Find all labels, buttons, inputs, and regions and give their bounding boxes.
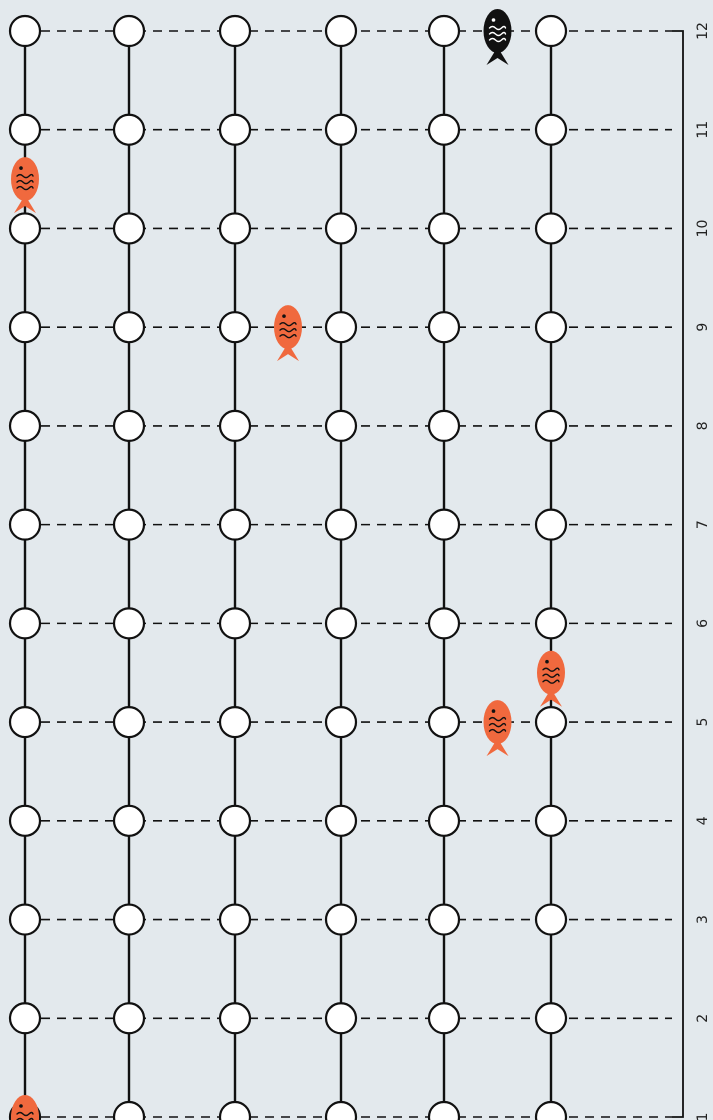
grid-node-r6-c2[interactable] <box>114 608 144 638</box>
grid-node-r4-c6[interactable] <box>536 806 566 836</box>
grid-node-r11-c4[interactable] <box>326 115 356 145</box>
grid-node-r2-c5[interactable] <box>429 1003 459 1033</box>
row-label-2: 2 <box>695 1014 711 1023</box>
orange-fish-icon[interactable] <box>537 651 565 707</box>
grid-node-r3-c5[interactable] <box>429 905 459 935</box>
grid-node-r12-c3[interactable] <box>220 16 250 46</box>
grid-node-r7-c1[interactable] <box>10 510 40 540</box>
grid-node-r9-c4[interactable] <box>326 312 356 342</box>
grid-node-r8-c1[interactable] <box>10 411 40 441</box>
grid-node-r4-c4[interactable] <box>326 806 356 836</box>
grid-node-r9-c1[interactable] <box>10 312 40 342</box>
grid-node-r2-c3[interactable] <box>220 1003 250 1033</box>
grid-lines <box>25 31 672 1117</box>
grid-node-r5-c1[interactable] <box>10 707 40 737</box>
grid-node-r12-c1[interactable] <box>10 16 40 46</box>
axis-bracket <box>672 31 683 1117</box>
grid-node-r7-c4[interactable] <box>326 510 356 540</box>
grid-node-r5-c4[interactable] <box>326 707 356 737</box>
orange-fish-icon[interactable] <box>274 305 302 361</box>
grid-node-r8-c6[interactable] <box>536 411 566 441</box>
grid-node-r1-c6[interactable] <box>536 1102 566 1120</box>
grid-node-r5-c2[interactable] <box>114 707 144 737</box>
grid-node-r8-c5[interactable] <box>429 411 459 441</box>
grid-node-r7-c2[interactable] <box>114 510 144 540</box>
grid-node-r2-c4[interactable] <box>326 1003 356 1033</box>
grid-node-r7-c5[interactable] <box>429 510 459 540</box>
grid-node-r5-c6[interactable] <box>536 707 566 737</box>
orange-fish-icon[interactable] <box>484 700 512 756</box>
grid-node-r3-c1[interactable] <box>10 905 40 935</box>
row-label-8: 8 <box>695 421 711 430</box>
grid-node-r3-c2[interactable] <box>114 905 144 935</box>
grid-node-r10-c5[interactable] <box>429 213 459 243</box>
grid-node-r9-c6[interactable] <box>536 312 566 342</box>
grid-node-r9-c3[interactable] <box>220 312 250 342</box>
grid-node-r3-c3[interactable] <box>220 905 250 935</box>
row-label-3: 3 <box>695 915 711 924</box>
grid-node-r8-c2[interactable] <box>114 411 144 441</box>
orange-fish-icon[interactable] <box>11 1095 39 1120</box>
row-label-6: 6 <box>695 619 711 628</box>
grid-node-r4-c3[interactable] <box>220 806 250 836</box>
grid-node-r4-c1[interactable] <box>10 806 40 836</box>
grid-node-r2-c1[interactable] <box>10 1003 40 1033</box>
grid-node-r4-c5[interactable] <box>429 806 459 836</box>
grid-node-r5-c5[interactable] <box>429 707 459 737</box>
grid-node-r12-c2[interactable] <box>114 16 144 46</box>
row-label-1: 1 <box>695 1113 711 1120</box>
grid-node-r1-c5[interactable] <box>429 1102 459 1120</box>
orange-fish-icon[interactable] <box>11 157 39 213</box>
grid-node-r1-c3[interactable] <box>220 1102 250 1120</box>
grid-node-r4-c2[interactable] <box>114 806 144 836</box>
grid-node-r3-c4[interactable] <box>326 905 356 935</box>
grid-node-r7-c6[interactable] <box>536 510 566 540</box>
grid-node-r9-c5[interactable] <box>429 312 459 342</box>
row-axis <box>672 31 683 1117</box>
grid-node-r1-c4[interactable] <box>326 1102 356 1120</box>
grid-node-r10-c4[interactable] <box>326 213 356 243</box>
grid-node-r2-c6[interactable] <box>536 1003 566 1033</box>
grid-node-r6-c1[interactable] <box>10 608 40 638</box>
grid-node-r8-c4[interactable] <box>326 411 356 441</box>
grid-node-r6-c3[interactable] <box>220 608 250 638</box>
grid-node-r2-c2[interactable] <box>114 1003 144 1033</box>
black-fish-icon[interactable] <box>484 9 512 65</box>
row-label-5: 5 <box>695 718 711 727</box>
grid-node-r1-c2[interactable] <box>114 1102 144 1120</box>
row-label-7: 7 <box>695 520 711 529</box>
grid-node-r12-c4[interactable] <box>326 16 356 46</box>
grid-nodes <box>10 16 566 1120</box>
row-label-12: 12 <box>695 22 711 40</box>
grid-node-r6-c6[interactable] <box>536 608 566 638</box>
grid-node-r11-c2[interactable] <box>114 115 144 145</box>
grid-node-r11-c5[interactable] <box>429 115 459 145</box>
grid-node-r10-c1[interactable] <box>10 213 40 243</box>
grid-node-r6-c4[interactable] <box>326 608 356 638</box>
grid-node-r5-c3[interactable] <box>220 707 250 737</box>
grid-node-r11-c3[interactable] <box>220 115 250 145</box>
grid-node-r12-c5[interactable] <box>429 16 459 46</box>
grid-node-r12-c6[interactable] <box>536 16 566 46</box>
grid-node-r7-c3[interactable] <box>220 510 250 540</box>
row-label-9: 9 <box>695 323 711 332</box>
grid-node-r8-c3[interactable] <box>220 411 250 441</box>
row-label-4: 4 <box>695 816 711 825</box>
row-label-11: 11 <box>695 121 711 139</box>
grid-node-r10-c2[interactable] <box>114 213 144 243</box>
grid-node-r10-c6[interactable] <box>536 213 566 243</box>
grid-node-r11-c6[interactable] <box>536 115 566 145</box>
grid-node-r6-c5[interactable] <box>429 608 459 638</box>
grid-node-r9-c2[interactable] <box>114 312 144 342</box>
row-label-10: 10 <box>695 220 711 238</box>
game-pieces <box>11 9 565 1120</box>
grid-node-r11-c1[interactable] <box>10 115 40 145</box>
grid-node-r3-c6[interactable] <box>536 905 566 935</box>
grid-node-r10-c3[interactable] <box>220 213 250 243</box>
